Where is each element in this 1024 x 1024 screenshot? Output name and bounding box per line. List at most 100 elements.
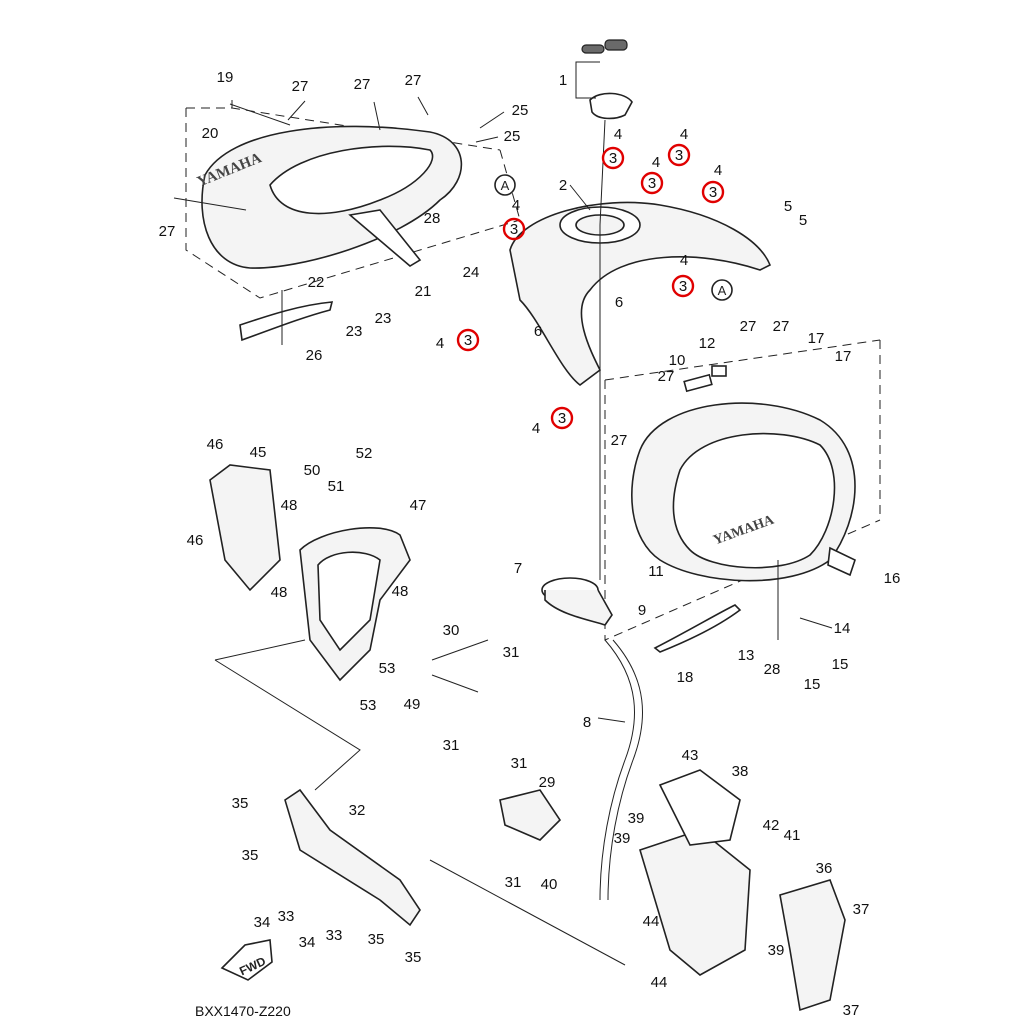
callout-l3g: 3 <box>464 332 472 349</box>
callout-l3b: 3 <box>675 147 683 164</box>
callout-l12: 12 <box>699 335 716 352</box>
callout-l31d: 31 <box>505 874 522 891</box>
left-tank-cover-group: YAMAHA <box>173 96 521 345</box>
callout-l17a: 17 <box>808 330 825 347</box>
highlight-circle-l3c <box>640 171 664 195</box>
callout-l39b: 39 <box>614 830 631 847</box>
bracket-32 <box>284 788 421 927</box>
callout-l5b: 5 <box>799 212 807 229</box>
callout-l33a: 33 <box>278 908 295 925</box>
callout-l27g: 27 <box>658 368 675 385</box>
lower-left-bracket-group: FWD <box>220 788 626 981</box>
fwd-arrow-icon <box>220 939 273 981</box>
callout-l25b: 25 <box>504 128 521 145</box>
callout-l53a: 53 <box>379 660 396 677</box>
callout-l15b: 15 <box>804 676 821 693</box>
drain-hose-group <box>541 577 643 901</box>
callout-l48c: 48 <box>392 583 409 600</box>
callout-l18: 18 <box>677 669 694 686</box>
callout-l17b: 17 <box>835 348 852 365</box>
callout-l31c: 31 <box>511 755 528 772</box>
callout-l35a: 35 <box>232 795 249 812</box>
callout-l40: 40 <box>541 876 558 893</box>
callout-l1: 1 <box>559 72 567 89</box>
highlight-circle-l3b <box>667 143 691 167</box>
callout-l27b: 27 <box>354 76 371 93</box>
callout-l3f: 3 <box>679 278 687 295</box>
callout-l27a: 27 <box>292 78 309 95</box>
callout-l34a: 34 <box>254 914 271 931</box>
callout-l44a: 44 <box>643 913 660 930</box>
bracket-16 <box>827 546 856 577</box>
callout-l24: 24 <box>463 264 480 281</box>
callout-l48b: 48 <box>271 584 288 601</box>
callout-l4c: 4 <box>652 154 660 171</box>
highlight-circle-l3g <box>456 328 480 352</box>
right-tank-cover-group: YAMAHA <box>631 365 856 653</box>
callout-l35d: 35 <box>405 949 422 966</box>
tank-top-group <box>509 39 881 641</box>
callout-l28a: 28 <box>424 210 441 227</box>
ref-mark-a-left: A <box>501 178 510 193</box>
strip-26 <box>239 301 334 342</box>
callout-l52: 52 <box>356 445 373 462</box>
callout-l3e: 3 <box>510 221 518 238</box>
highlight-circle-l3e <box>502 217 526 241</box>
side-cover-36 <box>779 879 846 1012</box>
callout-l32: 32 <box>349 802 366 819</box>
highlight-circle-l3d <box>701 180 725 204</box>
key-icon <box>604 39 628 51</box>
callout-l38: 38 <box>732 763 749 780</box>
callout-l39a: 39 <box>628 810 645 827</box>
callout-l42: 42 <box>763 817 780 834</box>
callout-l48a: 48 <box>281 497 298 514</box>
callout-l43: 43 <box>682 747 699 764</box>
callout-l3c: 3 <box>648 175 656 192</box>
callout-l21: 21 <box>415 283 432 300</box>
callout-l29: 29 <box>539 774 556 791</box>
callout-l27c: 27 <box>405 72 422 89</box>
callout-l23b: 23 <box>375 310 392 327</box>
callout-l16: 16 <box>884 570 901 587</box>
callout-l6a: 6 <box>615 294 623 311</box>
callout-l45: 45 <box>250 444 267 461</box>
callout-l26: 26 <box>306 347 323 364</box>
callout-l53b: 53 <box>360 697 377 714</box>
callout-l51: 51 <box>328 478 345 495</box>
callout-l2: 2 <box>559 177 567 194</box>
callout-l20: 20 <box>202 125 219 142</box>
callout-l4a: 4 <box>614 126 622 143</box>
diagram-code: BXX1470-Z220 <box>195 1003 291 1019</box>
callout-l11: 11 <box>648 563 664 580</box>
frame-cover <box>639 829 751 976</box>
right-side-cover-group <box>499 769 846 1012</box>
callout-l14: 14 <box>834 620 851 637</box>
callout-l47: 47 <box>410 497 427 514</box>
callout-l37a: 37 <box>853 901 870 918</box>
callout-l50: 50 <box>304 462 321 479</box>
callout-l34b: 34 <box>299 934 316 951</box>
callout-l13: 13 <box>738 647 755 664</box>
highlight-circle-l3a <box>601 146 625 170</box>
callout-l35c: 35 <box>368 931 385 948</box>
callout-l28b: 28 <box>764 661 781 678</box>
callout-l35b: 35 <box>242 847 259 864</box>
callout-l30: 30 <box>443 622 460 639</box>
callout-l4d: 4 <box>714 162 722 179</box>
callout-l6b: 6 <box>534 323 542 340</box>
callout-l33b: 33 <box>326 927 343 944</box>
callout-l3a: 3 <box>609 150 617 167</box>
callout-l37b: 37 <box>843 1002 860 1019</box>
callout-l9: 9 <box>638 602 646 619</box>
callout-l3d: 3 <box>709 184 717 201</box>
callout-l25a: 25 <box>512 102 529 119</box>
callout-l23a: 23 <box>346 323 363 340</box>
fuel-cap-1 <box>589 92 633 120</box>
left-side-cover-group <box>209 464 489 791</box>
bracket-29 <box>499 789 562 841</box>
callout-l31a: 31 <box>503 644 520 661</box>
callout-l4g: 4 <box>436 335 444 352</box>
callout-l10: 10 <box>669 352 686 369</box>
